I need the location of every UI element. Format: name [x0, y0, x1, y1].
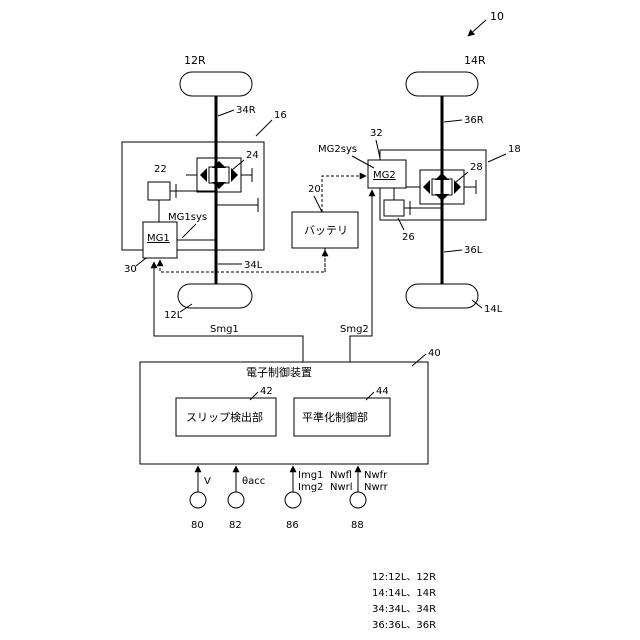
wheel-14r	[406, 72, 478, 96]
sensor-82-signal: θacc	[242, 476, 265, 487]
shaft-34l-label: 34L	[244, 260, 263, 271]
battery-mg2-line	[322, 176, 366, 212]
wheel-12l	[178, 284, 252, 308]
sensor-88-signal-2: Nwrl	[330, 482, 353, 493]
sensor-80: V 80	[190, 466, 211, 531]
wheel-14l	[406, 284, 478, 308]
rear-unit-leader	[488, 154, 506, 162]
sensor-88-ref: 88	[351, 520, 364, 531]
mg1sys-label: MG1sys	[168, 212, 207, 223]
smoothing-control-ref: 44	[376, 386, 389, 397]
figure-ref-label: 10	[490, 10, 504, 23]
figure-ref-leader	[468, 20, 486, 36]
legend-line-2: 14:14L、14R	[372, 588, 436, 599]
sensor-80-ref: 80	[191, 520, 204, 531]
front-differential	[186, 158, 252, 192]
front-diff-leader	[232, 160, 244, 170]
mg2-ref-leader	[376, 140, 380, 158]
legend-line-3: 34:34L、34R	[372, 604, 436, 615]
shaft-36l-label: 36L	[464, 245, 483, 256]
wheel-12r-label: 12R	[184, 54, 206, 67]
smoothing-control-label: 平準化制御部	[302, 410, 368, 424]
shaft-34r-leader	[218, 110, 234, 116]
sensor-86-signal-2: Img2	[298, 482, 323, 493]
sensor-82: θacc 82	[228, 466, 265, 531]
rear-diff-leader	[456, 172, 468, 182]
sensor-86: Img1 Img2 86	[285, 466, 323, 531]
mg2-ref: 32	[370, 128, 383, 139]
sensor-86-ref: 86	[286, 520, 299, 531]
mg2sys-label: MG2sys	[318, 144, 357, 155]
front-unit-ref: 16	[274, 110, 287, 121]
wheel-14l-label: 14L	[484, 304, 503, 315]
ecu-ref: 40	[428, 348, 441, 359]
slip-detection-ref: 42	[260, 386, 273, 397]
front-unit-leader	[256, 120, 272, 136]
rear-clutch	[384, 200, 404, 216]
ecu-title: 電子制御装置	[246, 365, 312, 379]
battery-ref-leader	[314, 196, 322, 212]
front-diff-ref: 24	[246, 150, 259, 161]
wheel-12r	[180, 72, 252, 96]
smg2-label: Smg2	[340, 324, 369, 335]
legend-line-1: 12:12L、12R	[372, 572, 436, 583]
mg2-label: MG2	[373, 170, 396, 181]
battery-ref: 20	[308, 184, 321, 195]
slip-detection-label: スリップ検出部	[186, 410, 263, 424]
battery-label: バッテリ	[304, 224, 348, 237]
legend-line-4: 36:36L、36R	[372, 620, 436, 631]
shaft-36r-leader	[444, 120, 462, 122]
battery-mg1-line	[160, 248, 325, 272]
sensor-88-signal-4: Nwrr	[364, 482, 389, 493]
sensor-88: Nwfl Nwrl Nwfr Nwrr 88	[330, 466, 389, 531]
mg1-ref: 30	[124, 264, 137, 275]
rear-unit-ref: 18	[508, 144, 521, 155]
front-clutch	[148, 182, 170, 200]
rear-clutch-ref: 26	[402, 232, 415, 243]
wheel-14r-label: 14R	[464, 54, 486, 67]
shaft-34r-label: 34R	[236, 105, 256, 116]
mg1-label: MG1	[147, 233, 170, 244]
sensor-80-signal: V	[204, 476, 211, 487]
smg1-label: Smg1	[210, 324, 239, 335]
sensor-86-signal-1: Img1	[298, 470, 323, 481]
rear-diff-ref: 28	[470, 162, 483, 173]
sensor-88-signal-1: Nwfl	[330, 470, 352, 481]
sensor-82-ref: 82	[229, 520, 242, 531]
sensor-88-signal-3: Nwfr	[364, 470, 388, 481]
mg1sys-leader	[182, 224, 196, 238]
front-clutch-ref: 22	[154, 164, 167, 175]
shaft-36r-label: 36R	[464, 115, 484, 126]
mg1-ref-leader	[136, 258, 146, 266]
shaft-36l-leader	[444, 250, 462, 252]
